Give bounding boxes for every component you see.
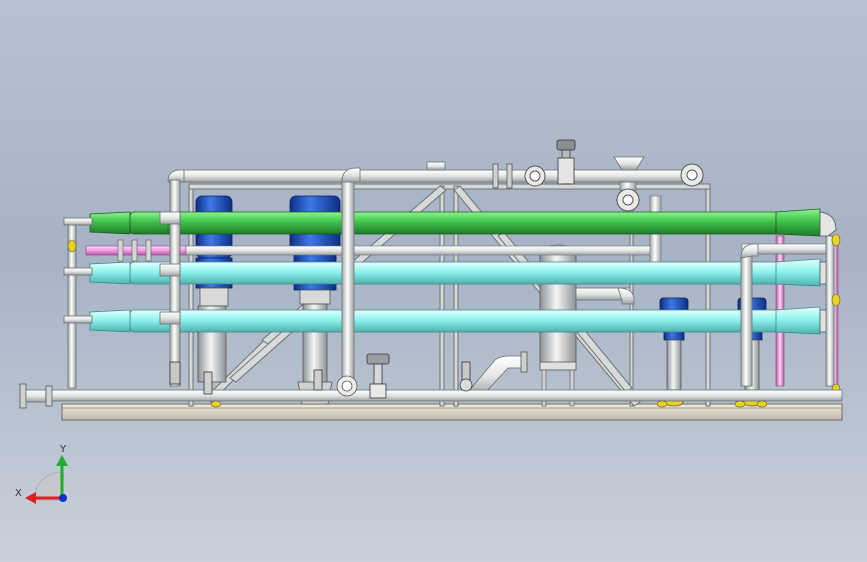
bottom-feed-pipe — [19, 375, 843, 409]
z-axis-dot — [59, 494, 67, 502]
membrane-vessel-green — [89, 208, 837, 237]
x-arrow-head — [25, 492, 36, 504]
left-manifold — [63, 211, 181, 325]
y-arrow-head — [56, 455, 68, 466]
interconnect-pipe — [185, 245, 657, 256]
orientation-triad: Y X — [15, 444, 68, 504]
triad-plane — [33, 471, 63, 501]
membrane-vessel-cyan-1 — [89, 258, 833, 287]
manual-valves — [169, 353, 473, 399]
vertical-pipes — [67, 167, 835, 389]
top-header-pipe — [167, 139, 704, 212]
x-axis-label: X — [15, 488, 22, 499]
base-fittings — [210, 400, 768, 408]
skid-base — [61, 403, 843, 421]
y-axis-label: Y — [59, 444, 67, 455]
membrane-vessel-cyan-2 — [89, 306, 833, 335]
